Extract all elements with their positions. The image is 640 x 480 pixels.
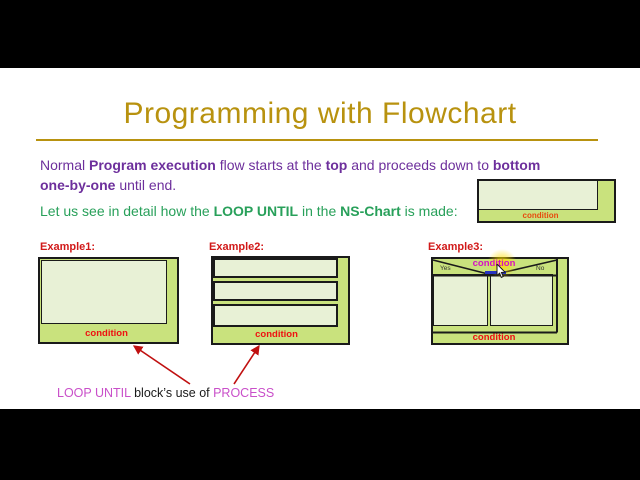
title-underline — [36, 139, 598, 141]
blue-annotation-mark — [485, 271, 506, 274]
letterbox-top — [0, 0, 640, 68]
example3-top-condition-label: condition — [472, 258, 516, 269]
example2-label: Example2: — [209, 241, 265, 253]
letterbox-bottom — [0, 409, 640, 480]
ns-chart-example2: condition — [211, 256, 350, 345]
intro-line-1: Normal Program execution flow starts at … — [40, 157, 541, 173]
example3-label: Example3: — [428, 241, 484, 253]
lead-sentence: Let us see in detail how the LOOP UNTIL … — [40, 203, 458, 219]
example2-condition-label: condition — [255, 329, 298, 340]
mini-process-area — [478, 180, 598, 210]
example2-process-row — [213, 304, 338, 327]
example1-condition-label: condition — [85, 328, 128, 339]
ns-chart-mini-loop: condition — [477, 179, 616, 223]
ns-chart-example1: condition — [38, 257, 179, 344]
example1-label: Example1: — [40, 241, 96, 253]
slide: Programming with Flowchart Normal Progra… — [0, 68, 640, 409]
ns-chart-example3: condition Yes No condition — [431, 249, 569, 345]
caption-text: LOOP UNTIL block’s use of PROCESS — [57, 386, 275, 400]
slide-title: Programming with Flowchart — [123, 97, 517, 130]
mini-condition-label: condition — [522, 211, 559, 220]
intro-line-2: one-by-one until end. — [40, 177, 177, 193]
example2-process-row — [213, 258, 338, 278]
example3-yes-label: Yes — [440, 265, 451, 272]
mouse-cursor-icon — [496, 264, 507, 279]
intro-paragraph: Normal Program execution flow starts at … — [40, 155, 600, 195]
example1-process-area — [41, 260, 167, 324]
example2-process-row — [213, 281, 338, 301]
example3-condition-label: condition — [472, 332, 516, 343]
example3-no-label: No — [536, 265, 545, 272]
example3-no-branch-area — [490, 274, 553, 326]
